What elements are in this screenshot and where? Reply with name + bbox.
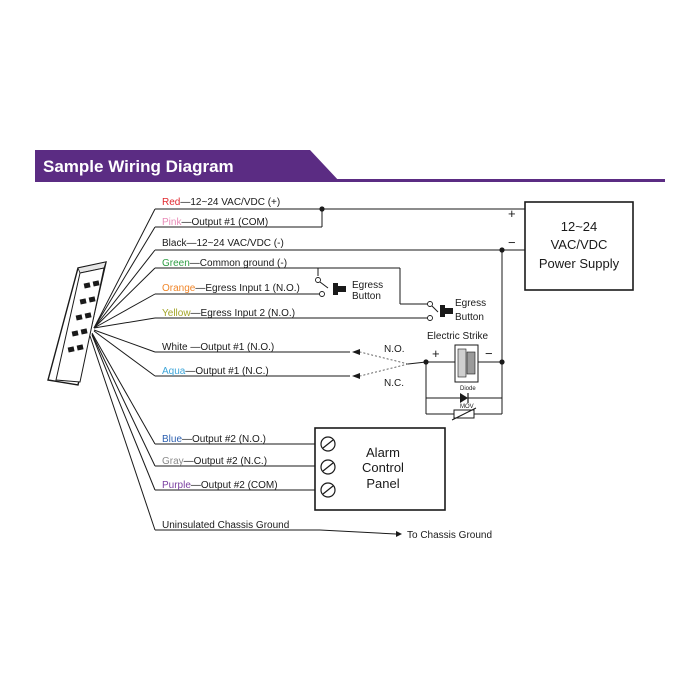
wire-color-gray: Gray (162, 456, 184, 467)
wire-label-pink: Pink—Output #1 (COM) (162, 217, 268, 228)
egress-button-1-line1: Egress (352, 280, 383, 291)
wire-color-blue: Blue (162, 434, 182, 445)
egress-button-2: Egress Button (427, 298, 486, 323)
header-underline (35, 179, 665, 182)
terminal-screw-3 (320, 482, 336, 498)
wire-label-green: Green—Common ground (-) (162, 258, 287, 269)
junction-dot (319, 206, 325, 212)
electric-strike-title: Electric Strike (427, 331, 489, 342)
wire-color-purple: Purple (162, 480, 191, 491)
chassis-ground-label: Uninsulated Chassis Ground (162, 520, 289, 531)
power-supply-line3: Power Supply (539, 256, 620, 271)
power-minus-sign: − (508, 235, 516, 250)
keypad-reader-icon (47, 261, 107, 386)
diode-label: Diode (460, 386, 476, 392)
wire-lines (155, 208, 525, 537)
wire-fan (89, 208, 156, 531)
diode-symbol (460, 393, 468, 403)
strike-plus-sign: + (432, 346, 440, 361)
wire-color-aqua: Aqua (162, 366, 186, 377)
wire-label-purple: Purple—Output #2 (COM) (162, 480, 278, 491)
alarm-panel-line3: Panel (366, 476, 399, 491)
wire-label-orange: Orange—Egress Input 1 (N.O.) (162, 283, 300, 294)
wire-color-yellow: Yellow (162, 308, 191, 319)
wire-color-white: White (162, 342, 188, 353)
electric-strike: Electric Strike + − Diode MOV (425, 250, 503, 421)
wire-labels: Red—12~24 VAC/VDC (+) Pink—Output #1 (CO… (162, 197, 492, 541)
wire-color-black: Black (162, 238, 187, 249)
no-contact-label: N.O. (384, 344, 405, 355)
header-banner (35, 150, 340, 182)
egress-button-2-line2: Button (455, 312, 484, 323)
alarm-control-panel: Alarm Control Panel (314, 427, 446, 511)
alarm-panel-line1: Alarm (366, 445, 400, 460)
nc-contact-label: N.C. (384, 378, 404, 389)
wire-color-orange: Orange (162, 283, 196, 294)
wire-color-pink: Pink (162, 217, 182, 228)
wire-label-yellow: Yellow—Egress Input 2 (N.O.) (162, 308, 295, 319)
power-supply-line2: VAC/VDC (551, 237, 608, 252)
power-plus-sign: + (508, 206, 516, 221)
strike-minus-sign: − (485, 346, 493, 361)
wire-label-black: Black—12~24 VAC/VDC (-) (162, 238, 284, 249)
egress-button-1: Egress Button (315, 277, 383, 302)
mov-label: MOV (460, 404, 474, 410)
wire-label-aqua: Aqua—Output #1 (N.C.) (162, 366, 269, 377)
header-title: Sample Wiring Diagram (43, 157, 234, 176)
to-chassis-ground-label: To Chassis Ground (407, 530, 492, 541)
egress-button-2-line1: Egress (455, 298, 486, 309)
wire-color-green: Green (162, 258, 190, 269)
wire-label-red: Red—12~24 VAC/VDC (+) (162, 197, 280, 208)
power-supply: 12~24 VAC/VDC Power Supply + − (508, 201, 634, 291)
header: Sample Wiring Diagram (35, 150, 665, 182)
egress-button-1-line2: Button (352, 291, 381, 302)
wire-color-red: Red (162, 197, 180, 208)
wire-label-white: White —Output #1 (N.O.) (162, 342, 274, 353)
wire-label-blue: Blue—Output #2 (N.O.) (162, 434, 266, 445)
alarm-panel-line2: Control (362, 460, 404, 475)
wire-label-gray: Gray—Output #2 (N.C.) (162, 456, 267, 467)
terminal-screw-1 (320, 436, 336, 452)
output-relay-contacts: N.O. N.C. (352, 344, 427, 389)
terminal-screw-2 (320, 459, 336, 475)
power-supply-line1: 12~24 (561, 219, 598, 234)
